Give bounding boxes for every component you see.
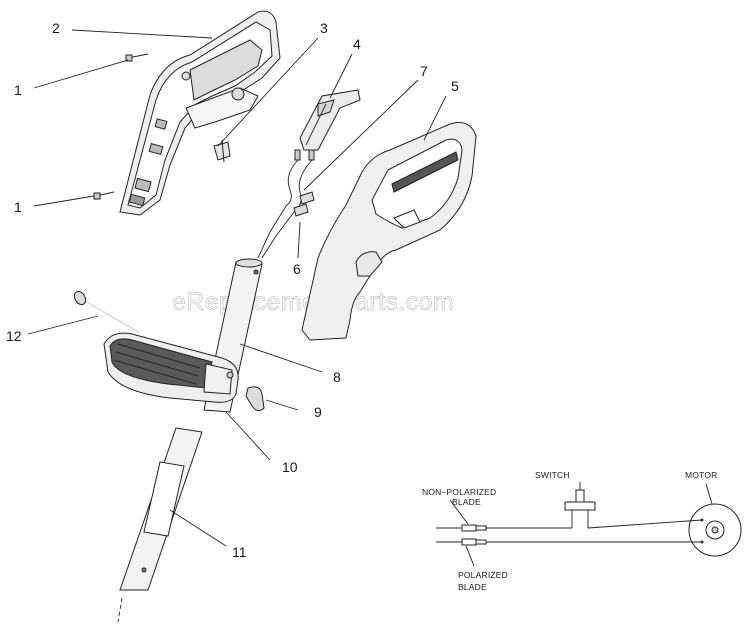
- callout-12: 12: [6, 328, 22, 344]
- callout-11: 11: [232, 544, 247, 560]
- motor-label: MOTOR: [685, 470, 717, 480]
- callout-2: 2: [52, 20, 60, 36]
- polarized-label-2: BLADE: [458, 582, 487, 592]
- callout-1-bottom: 1: [14, 199, 22, 215]
- callout-3: 3: [320, 20, 328, 36]
- grip-bolt: [73, 290, 141, 334]
- callout-4: 4: [353, 36, 361, 52]
- polarized-label-1: POLARIZED: [458, 570, 508, 580]
- leader-lines: [27, 29, 447, 547]
- trigger-switch: [299, 89, 361, 151]
- clip-part: [213, 139, 231, 163]
- wiring-lines: [436, 482, 713, 567]
- handle-right-half: [301, 122, 477, 341]
- callout-1-top: 1: [14, 82, 22, 98]
- callout-9: 9: [314, 404, 322, 420]
- non-polarized-label-1: NON–POLARIZED: [422, 487, 496, 497]
- callout-8: 8: [333, 369, 341, 385]
- screw-bottom: [93, 191, 115, 200]
- non-polarized-label-2: BLADE: [452, 497, 481, 507]
- wiring-diagram: SWITCH MOTOR NON–POLARIZED BLADE POLARIZ…: [422, 470, 742, 592]
- switch-label: SWITCH: [535, 470, 570, 480]
- callout-10: 10: [282, 459, 298, 475]
- handle-left-half: [119, 10, 281, 216]
- small-clip: [245, 386, 265, 412]
- callout-labels: 2 1 1 3 4 7 5 6 12 8 9 10 11: [6, 20, 459, 560]
- switch-symbol: [564, 484, 596, 528]
- screw-top: [125, 53, 149, 62]
- callout-5: 5: [451, 78, 459, 94]
- callout-7: 7: [420, 63, 428, 79]
- wire-harness: [257, 149, 315, 259]
- motor-symbol: [688, 503, 742, 557]
- front-grip: [103, 332, 239, 403]
- callout-6: 6: [293, 261, 301, 277]
